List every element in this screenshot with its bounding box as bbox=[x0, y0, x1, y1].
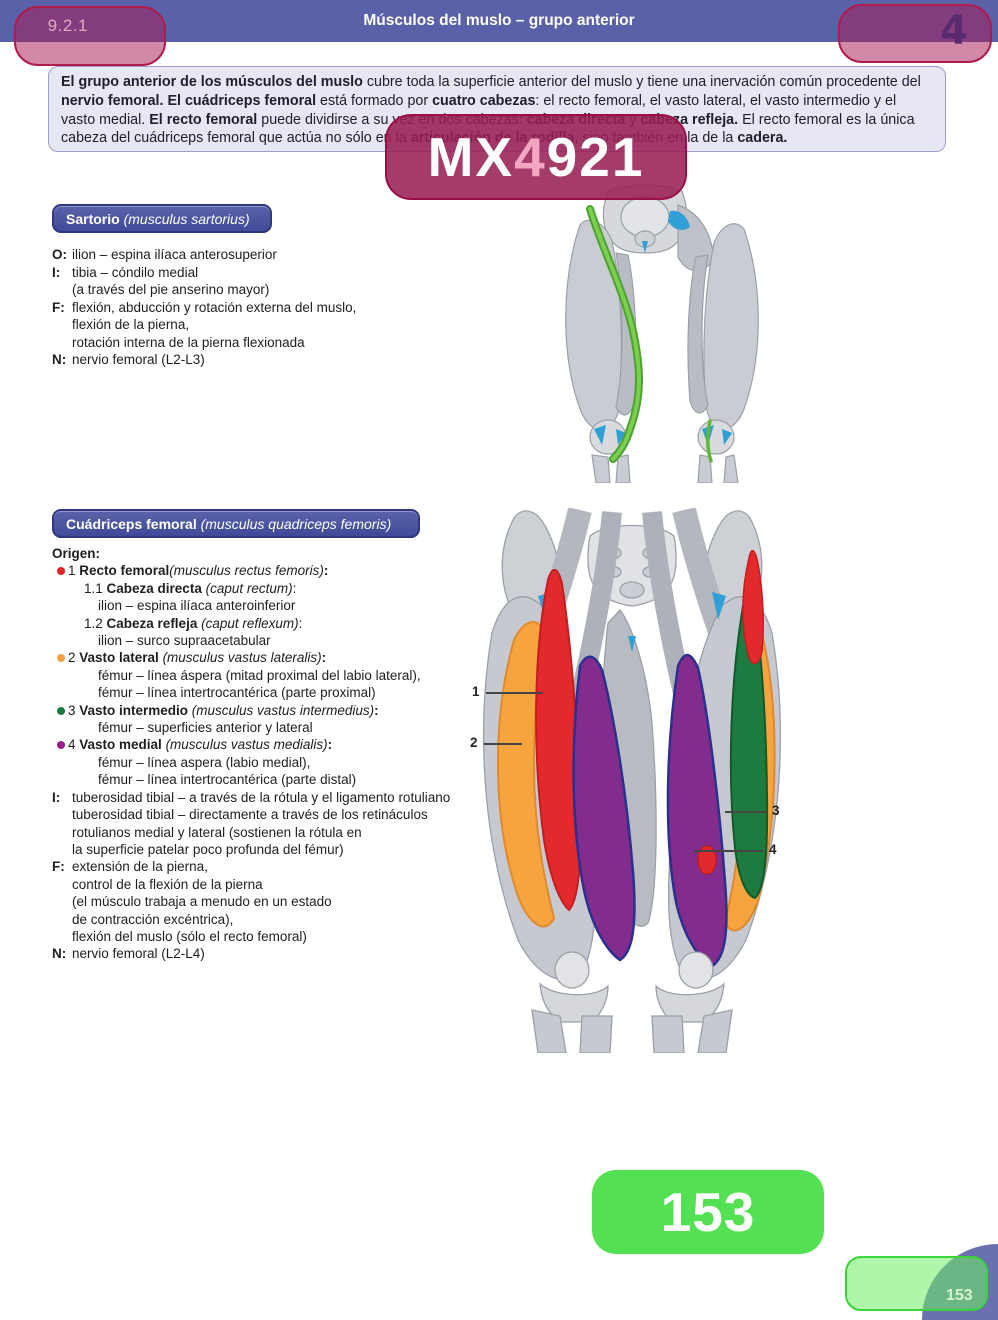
list-item: ilion – espina ilíaca anteroinferior bbox=[98, 598, 296, 614]
list-item: 3 Vasto intermedio (musculus vastus inte… bbox=[52, 702, 482, 719]
list-item: 2 Vasto lateral (musculus vastus lateral… bbox=[52, 649, 482, 666]
section-number: 9.2.1 bbox=[47, 16, 88, 35]
list-item: rotulianos medial y lateral (sostienen l… bbox=[72, 824, 362, 840]
sartorio-row-insertion: I:tibia – cóndilo medial bbox=[52, 264, 199, 280]
sartorio-definition-list: O:ilion – espina ilíaca anterosuperior I… bbox=[52, 246, 472, 369]
bullet-vasto-medial-icon bbox=[57, 741, 65, 750]
list-item: fémur – línea intertrocantérica (parte d… bbox=[98, 772, 357, 788]
bullet-vasto-lateral-icon bbox=[57, 654, 65, 663]
intro-paragraph: El grupo anterior de los músculos del mu… bbox=[61, 74, 921, 147]
list-item: fémur – línea áspera (mitad proximal del… bbox=[98, 667, 421, 683]
bullet-recto-femoral-icon bbox=[57, 567, 65, 576]
leader-line-3 bbox=[725, 811, 767, 813]
watermark-overlay[interactable]: MX4921 bbox=[385, 114, 687, 200]
page-title: Músculos del muslo – grupo anterior bbox=[363, 12, 635, 29]
list-item: fémur – línea aspera (labio medial), bbox=[98, 754, 311, 770]
sartorio-row-origin: O:ilion – espina ilíaca anterosuperior bbox=[52, 247, 277, 262]
list-item: 4 Vasto medial (musculus vastus medialis… bbox=[52, 736, 482, 753]
cuadriceps-heading-badge: Cuádriceps femoral (musculus quadriceps … bbox=[52, 509, 420, 538]
list-item: 1.2 Cabeza refleja (caput reflexum): bbox=[84, 615, 303, 631]
sartorio-row-insertion-cont: (a través del pie anserino mayor) bbox=[72, 282, 270, 297]
list-item: flexión del muslo (sólo el recto femoral… bbox=[72, 928, 307, 944]
leader-line-4 bbox=[694, 850, 763, 852]
sartorio-row-function-cont: rotación interna de la pierna flexionada bbox=[72, 334, 305, 350]
cuadriceps-row-insertion: I:tuberosidad tibial – a través de la ró… bbox=[52, 789, 451, 805]
cuadriceps-heading: Cuádriceps femoral (musculus quadriceps … bbox=[66, 515, 392, 532]
answer-number: 4 bbox=[940, 8, 968, 54]
leader-line-1 bbox=[486, 692, 543, 694]
list-item: de contracción excéntrica), bbox=[72, 911, 234, 927]
origin-heading: Origen: bbox=[52, 546, 101, 561]
sartorio-heading: Sartorio (musculus sartorius) bbox=[66, 210, 250, 227]
cuadriceps-row-nerve: N:nervio femoral (L2-L4) bbox=[52, 946, 205, 962]
figure-label-4: 4 bbox=[769, 842, 777, 857]
figure-label-2: 2 bbox=[470, 735, 478, 750]
quadriceps-figure bbox=[482, 508, 782, 1053]
answer-overlay[interactable]: 4 bbox=[838, 4, 992, 63]
sartorio-row-function-cont: flexión de la pierna, bbox=[72, 317, 190, 332]
intro-paragraph-box: El grupo anterior de los músculos del mu… bbox=[48, 66, 946, 152]
watermark-code: MX4921 bbox=[427, 125, 645, 188]
page-number: 153 bbox=[660, 1181, 756, 1243]
sartorio-heading-badge: Sartorio (musculus sartorius) bbox=[52, 204, 272, 233]
bullet-vasto-intermedio-icon bbox=[57, 706, 65, 715]
list-item: ilion – surco supraacetabular bbox=[98, 633, 271, 649]
section-number-overlay[interactable]: 9.2.1 bbox=[14, 6, 166, 66]
figure-label-1: 1 bbox=[472, 684, 480, 699]
figure-label-3: 3 bbox=[772, 803, 780, 818]
cuadriceps-row-function: F:extensión de la pierna, bbox=[52, 859, 208, 875]
list-item: fémur – superficies anterior y lateral bbox=[98, 720, 313, 736]
list-item: 1 Recto femoral(musculus rectus femoris)… bbox=[52, 562, 482, 579]
sartorius-figure bbox=[565, 184, 759, 483]
page-number-box[interactable]: 153 bbox=[592, 1170, 824, 1254]
list-item: 1.1 Cabeza directa (caput rectum): bbox=[84, 580, 297, 596]
sartorio-row-nerve: N:nervio femoral (L2-L3) bbox=[52, 352, 205, 367]
corner-page-number: 153 bbox=[946, 1287, 973, 1304]
page-header: Músculos del muslo – grupo anterior bbox=[0, 0, 998, 42]
list-item: la superficie patelar poco profunda del … bbox=[72, 841, 344, 857]
cuadriceps-definition-list: Origen: 1 Recto femoral(musculus rectus … bbox=[52, 545, 482, 963]
list-item: tuberosidad tibial – directamente a trav… bbox=[72, 807, 428, 823]
leader-line-2 bbox=[484, 743, 522, 745]
list-item: control de la flexión de la pierna bbox=[72, 876, 263, 892]
list-item: fémur – línea intertrocantérica (parte p… bbox=[98, 685, 376, 701]
sartorio-row-function: F:flexión, abducción y rotación externa … bbox=[52, 299, 357, 315]
corner-answer-overlay[interactable] bbox=[845, 1256, 988, 1311]
list-item: (el músculo trabaja a menudo en un estad… bbox=[72, 894, 332, 910]
